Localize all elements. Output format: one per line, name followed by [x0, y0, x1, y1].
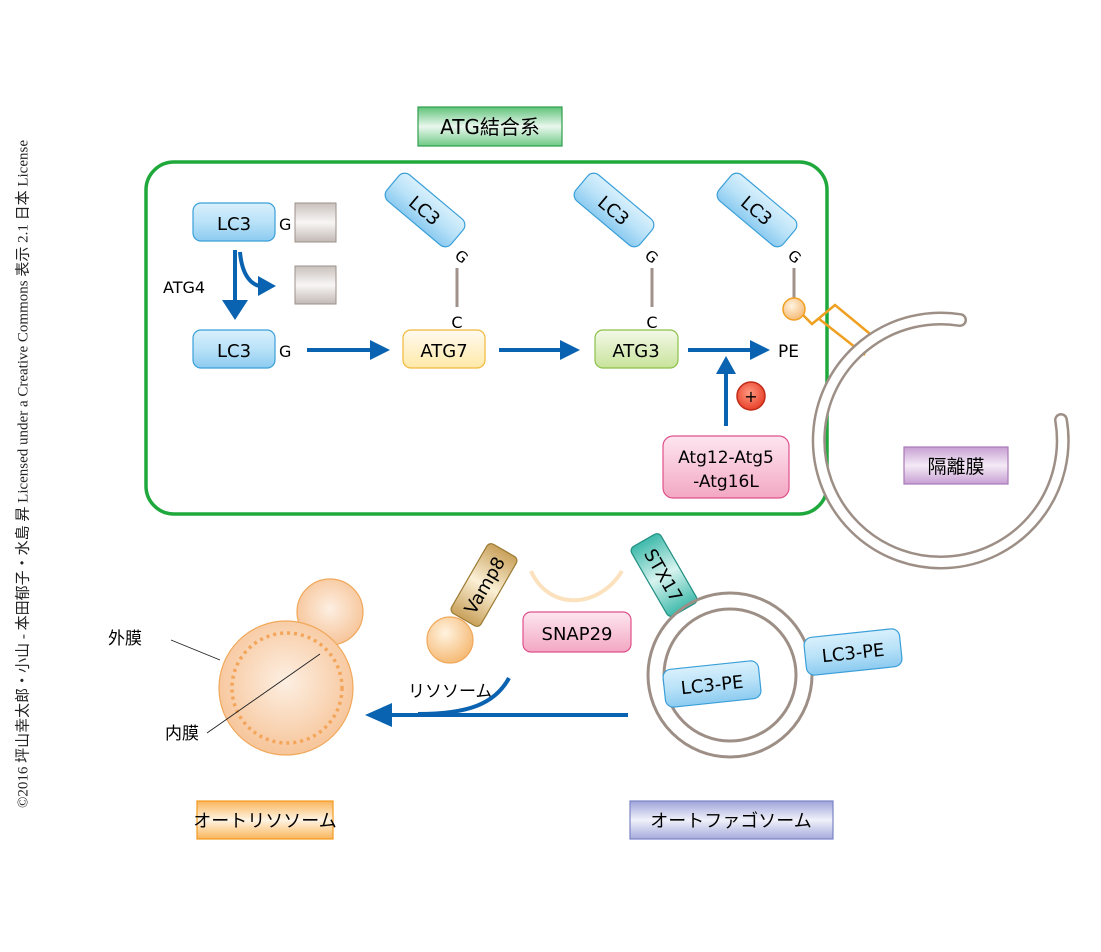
- atg4-cleavage: ATG4: [163, 250, 337, 320]
- fusion-arrow: [365, 677, 628, 727]
- snare-fusion: Vamp8 リソソーム STX17 SNAP29: [408, 533, 698, 702]
- lc3-pe-conjugate: LC3 G PE: [716, 172, 876, 362]
- lysosome-label: リソソーム: [408, 682, 493, 702]
- plus-icon: [736, 381, 766, 411]
- atg-conjugation-system: ATG結合系 LC3 G ATG4 LC3: [144, 106, 876, 516]
- arrow-head-icon: [560, 340, 580, 360]
- atg4-label: ATG4: [163, 278, 205, 297]
- snap29: SNAP29: [522, 611, 632, 653]
- arrow-head-icon: [750, 340, 770, 360]
- glycine-label: G: [641, 246, 661, 267]
- vamp8: Vamp8 リソソーム: [408, 543, 518, 702]
- enhancer-label-line2: -Atg16L: [693, 472, 759, 492]
- arrow-head-icon: [258, 276, 276, 296]
- released-peptide: [294, 265, 337, 305]
- glycine-label: G: [279, 342, 291, 361]
- system-title: ATG結合系: [440, 115, 540, 139]
- arrow-head-icon: [222, 300, 248, 320]
- arrow-head-icon: [370, 340, 390, 360]
- atg7-complex: LC3 G C ATG7: [384, 172, 486, 369]
- autolysosome-label: オートリソソーム: [193, 811, 336, 832]
- glycine-label: G: [784, 246, 804, 267]
- c-terminal-peptide: [294, 202, 337, 243]
- lc3-processed: LC3 G: [192, 329, 291, 369]
- autophagosome: LC3-PE LC3-PE オートファゴソーム: [629, 591, 903, 840]
- atg7-label: ATG7: [420, 341, 467, 362]
- autolysosome: 外膜 内膜 オートリソソーム: [108, 578, 364, 840]
- atg12-atg5-atg16l-enhancer: + Atg12-Atg5 -Atg16L: [662, 356, 790, 499]
- inner-membrane: [230, 631, 344, 745]
- system-boundary: [144, 160, 829, 516]
- snare-bridge: [529, 569, 624, 603]
- glycine-label: G: [279, 215, 291, 234]
- arrow-head-icon: [365, 703, 392, 727]
- glycine-label: G: [451, 246, 471, 267]
- isolation-membrane-label: 隔離膜: [927, 456, 984, 478]
- cysteine-label: C: [451, 313, 462, 332]
- snap29-label: SNAP29: [542, 624, 613, 645]
- autophagosome-label: オートファゴソーム: [650, 811, 811, 832]
- isolation-membrane: 隔離膜: [811, 311, 1070, 570]
- atg3-label: ATG3: [612, 341, 659, 362]
- lc3-label: LC3: [217, 214, 251, 235]
- atg3-complex: LC3 G C ATG3: [573, 172, 679, 369]
- arrow-head-icon: [716, 356, 736, 374]
- pe-label: PE: [778, 342, 799, 362]
- enhancer-label-line1: Atg12-Atg5: [678, 448, 774, 468]
- plus-symbol: +: [744, 387, 757, 406]
- cysteine-label: C: [646, 313, 657, 332]
- lc3-label: LC3: [217, 341, 251, 362]
- pe-lipid-tail: [799, 303, 876, 339]
- pe-headgroup: [782, 297, 806, 321]
- copyright-notice: ©2016 坪山幸太郎・小山 - 本田郁子・水島 昇 Licensed unde…: [15, 140, 32, 808]
- lc3-precursor: LC3 G: [192, 202, 337, 243]
- system-title-badge: ATG結合系: [417, 106, 563, 147]
- outer-membrane-label: 外膜: [108, 629, 142, 649]
- inner-membrane-label: 内膜: [165, 724, 199, 744]
